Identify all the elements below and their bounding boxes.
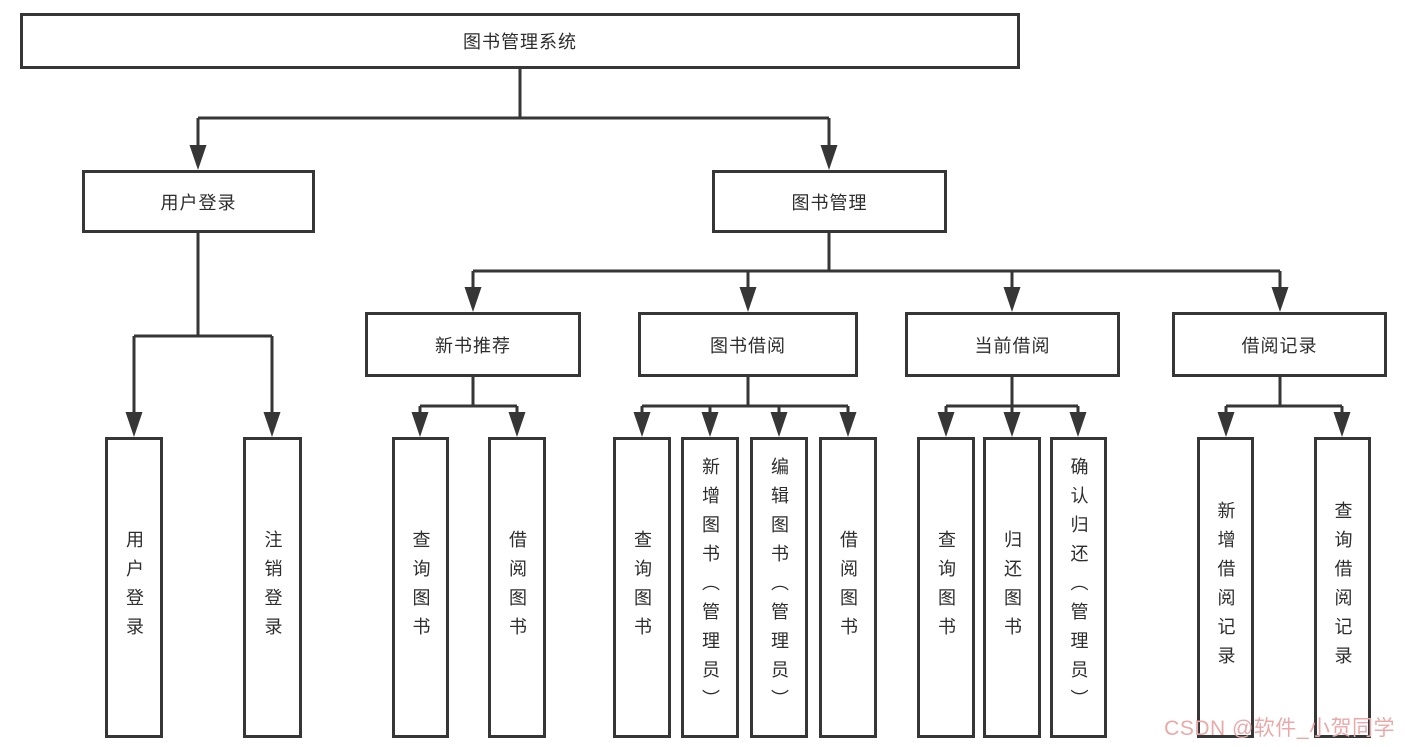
- leaf-logout: 注销登录: [243, 437, 302, 738]
- node-system-root-label: 图书管理系统: [463, 32, 577, 52]
- leaf-query-books-recommend-label: 查询图书: [410, 529, 431, 646]
- leaf-return-books-label: 归还图书: [1002, 529, 1022, 646]
- node-new-book-recommend: 新书推荐: [365, 312, 581, 377]
- node-book-borrow: 图书借阅: [638, 312, 858, 377]
- leaf-add-books-admin: 新增图书（管理员）: [681, 437, 739, 738]
- leaf-edit-books-admin-label: 编辑图书（管理员）: [769, 457, 789, 718]
- leaf-confirm-return-admin: 确认归还（管理员）: [1050, 437, 1107, 738]
- leaf-borrow-books-recommend: 借阅图书: [488, 437, 546, 738]
- node-new-book-recommend-label: 新书推荐: [435, 335, 511, 356]
- leaf-query-books-borrow: 查询图书: [613, 437, 671, 738]
- node-book-borrow-label: 图书借阅: [710, 335, 786, 356]
- leaf-borrow-books-recommend-label: 借阅图书: [507, 529, 527, 646]
- node-user-login: 用户登录: [82, 170, 315, 233]
- leaf-logout-label: 注销登录: [262, 529, 283, 646]
- node-system-root: 图书管理系统: [20, 13, 1020, 69]
- node-book-management-label: 图书管理: [791, 192, 868, 213]
- node-current-borrow: 当前借阅: [905, 312, 1120, 377]
- leaf-return-books: 归还图书: [983, 437, 1041, 738]
- leaf-query-borrow-record-label: 查询借阅记录: [1332, 500, 1353, 675]
- csdn-watermark: CSDN @软件_小贺同学: [1164, 717, 1395, 740]
- connector-arrowheads: [125, 145, 1351, 437]
- node-current-borrow-label: 当前借阅: [974, 335, 1051, 356]
- leaf-edit-books-admin: 编辑图书（管理员）: [750, 437, 808, 738]
- leaf-add-borrow-record-label: 新增借阅记录: [1215, 500, 1236, 675]
- node-book-management: 图书管理: [712, 170, 947, 233]
- connector-stems: [132, 69, 1344, 420]
- leaf-confirm-return-admin-label: 确认归还（管理员）: [1068, 457, 1089, 718]
- leaf-query-books-borrow-label: 查询图书: [632, 529, 652, 646]
- leaf-query-borrow-record: 查询借阅记录: [1314, 437, 1371, 738]
- leaf-borrow-books: 借阅图书: [819, 437, 877, 738]
- node-user-login-label: 用户登录: [160, 192, 237, 213]
- leaf-query-books-recommend: 查询图书: [392, 437, 449, 738]
- leaf-user-login: 用户登录: [105, 437, 163, 738]
- leaf-user-login-label: 用户登录: [124, 529, 144, 646]
- node-borrow-records: 借阅记录: [1172, 312, 1387, 377]
- leaf-add-borrow-record: 新增借阅记录: [1197, 437, 1254, 738]
- node-borrow-records-label: 借阅记录: [1241, 335, 1318, 356]
- leaf-query-books-current: 查询图书: [917, 437, 975, 738]
- leaf-add-books-admin-label: 新增图书（管理员）: [700, 457, 720, 718]
- leaf-query-books-current-label: 查询图书: [936, 529, 956, 646]
- leaf-borrow-books-label: 借阅图书: [838, 529, 858, 646]
